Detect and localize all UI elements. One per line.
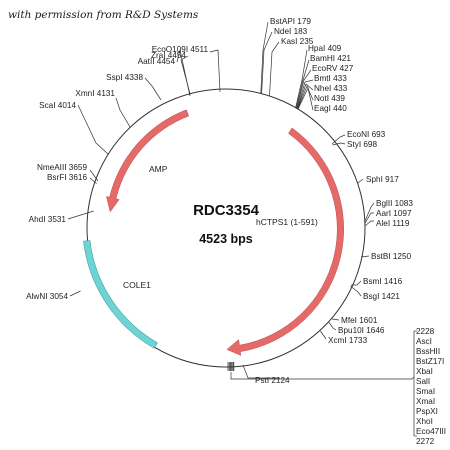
site-label: XcmI 1733 <box>328 336 368 345</box>
mcs-enzyme-label: XhoI <box>416 417 433 426</box>
site-label: NmeAIII 3659 <box>37 163 88 172</box>
site-label: BsrFI 3616 <box>47 173 87 182</box>
site-leaders <box>67 21 375 379</box>
amp-arrow <box>106 109 190 213</box>
site-label: BglII 1083 <box>376 199 413 208</box>
site-label: SspI 4338 <box>106 73 143 82</box>
mcs-enzyme-label: BssHII <box>416 347 440 356</box>
mcs-ticks <box>227 362 235 371</box>
permission-caption: with permission from R&D Systems <box>8 9 199 21</box>
site-label: NdeI 183 <box>274 27 308 36</box>
mcs-enzyme-label: BstZ17I <box>416 357 444 366</box>
site-label: BamHI 421 <box>310 54 351 63</box>
mcs-enzyme-label: SmaI <box>416 387 435 396</box>
site-label: Bpu10I 1646 <box>338 326 385 335</box>
mcs-end-label: 2272 <box>416 437 435 446</box>
site-label: AhdI 3531 <box>29 215 67 224</box>
site-label: PstI 2124 <box>255 376 290 385</box>
mcs-enzyme-label: AscI <box>416 337 432 346</box>
hctps1-label: hCTPS1 (1-591) <box>256 217 318 227</box>
site-label: AleI 1119 <box>376 219 410 228</box>
hctps1-arrow <box>226 127 344 356</box>
site-label: BsmI 1416 <box>363 277 403 286</box>
mcs-enzyme-label: XbaI <box>416 367 433 376</box>
site-label: EagI 440 <box>314 104 347 113</box>
site-label: MfeI 1601 <box>341 316 378 325</box>
site-label: AatII 4454 <box>138 57 176 66</box>
site-label: HpaI 409 <box>308 44 342 53</box>
site-label: KasI 235 <box>281 37 314 46</box>
site-label: AarI 1097 <box>376 209 412 218</box>
plasmid-name: RDC3354 <box>193 202 260 219</box>
mcs-enzyme-label: SalI <box>416 377 430 386</box>
amp-label: AMP <box>149 164 168 174</box>
cole1-label: COLE1 <box>123 280 151 290</box>
site-label: NotI 439 <box>314 94 345 103</box>
site-label: ZraI 4454 <box>151 51 186 60</box>
site-label: BstAPI 179 <box>270 17 311 26</box>
site-label: XmnI 4131 <box>75 89 115 98</box>
site-label: ScaI 4014 <box>39 101 76 110</box>
site-label: EcoNI 693 <box>347 130 386 139</box>
site-label: BstBI 1250 <box>371 252 412 261</box>
mcs-leader <box>230 372 415 380</box>
site-label: EcoO109I 4511 <box>152 45 209 54</box>
site-label: AlwNI 3054 <box>26 292 68 301</box>
mcs-enzyme-label: PspXI <box>416 407 438 416</box>
mcs-enzyme-label: XmaI <box>416 397 435 406</box>
plasmid-size: 4523 bps <box>199 232 253 246</box>
mcs-enzyme-label: Eco47III <box>416 427 446 436</box>
site-label: SphI 917 <box>366 175 399 184</box>
site-label: StyI 698 <box>347 140 377 149</box>
site-label: EcoRV 427 <box>312 64 354 73</box>
site-label: NheI 433 <box>314 84 348 93</box>
mcs-start-label: 2228 <box>416 327 435 336</box>
plasmid-backbone <box>86 88 366 368</box>
site-label: BsgI 1421 <box>363 292 400 301</box>
cole1-feature <box>83 240 158 349</box>
site-label: BmtI 433 <box>314 74 347 83</box>
